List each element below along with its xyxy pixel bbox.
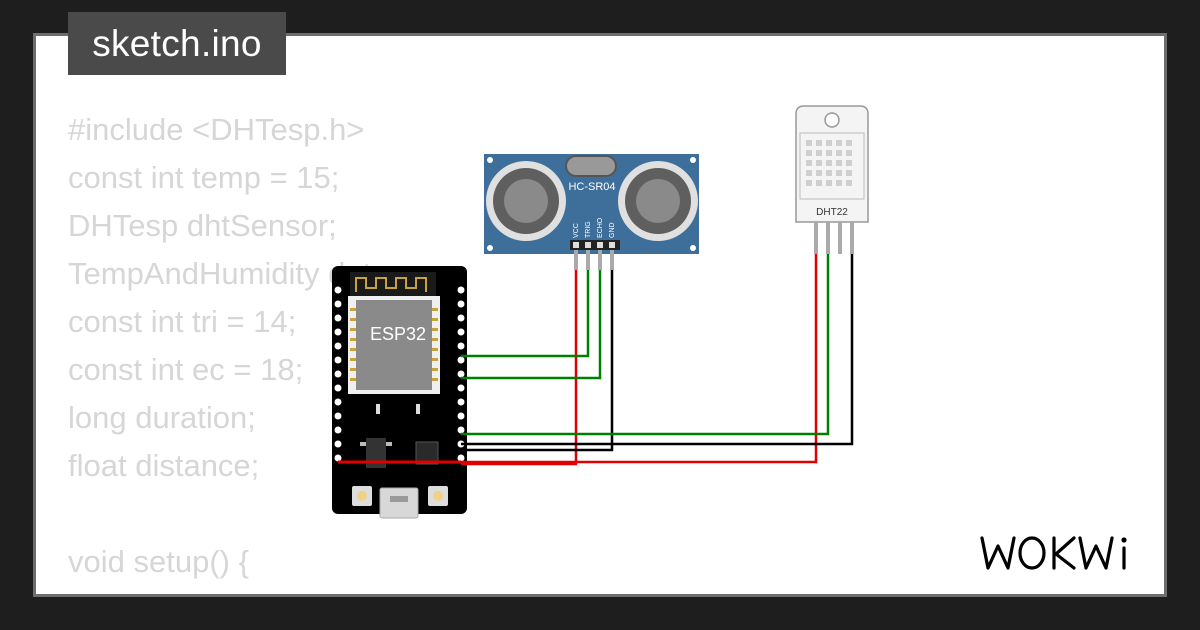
left-transducer xyxy=(486,161,566,241)
usb-port xyxy=(379,487,419,519)
crystal xyxy=(565,155,617,177)
dht22-label: DHT22 xyxy=(816,207,848,218)
pin-label-gnd: GND xyxy=(609,222,616,238)
editor-panel: #include <DHTesp.h> const int temp = 15; D… xyxy=(33,33,1167,597)
ultrasonic-label: HC-SR04 xyxy=(568,181,615,193)
antenna-trace xyxy=(355,277,427,292)
code-line: const int temp = 15; xyxy=(68,160,340,195)
wire-ultrasonic-echo xyxy=(461,270,602,380)
code-line: long duration; xyxy=(68,400,256,435)
right-transducer xyxy=(618,161,698,241)
file-tab[interactable]: sketch.ino xyxy=(68,12,286,75)
wire-ultrasonic-vcc xyxy=(461,270,578,466)
code-line: void setup() { xyxy=(68,544,249,579)
dht-vent-grid xyxy=(806,140,852,186)
esp32-chip xyxy=(356,300,432,390)
wire-dht-data xyxy=(461,254,830,436)
wire-dht-gnd xyxy=(461,254,854,446)
pin-label-trig: TRIG xyxy=(585,221,592,238)
code-editor[interactable]: #include <DHTesp.h> const int temp = 15; D… xyxy=(68,106,397,594)
dht22-sensor[interactable]: DHT22 xyxy=(795,105,869,254)
wires xyxy=(338,254,854,466)
code-line: Serial.begin(115200); xyxy=(68,586,397,594)
wire-ultrasonic-trig xyxy=(461,270,590,358)
code-line: const int tri = 14; xyxy=(68,304,297,339)
pin-label-echo: ECHO xyxy=(597,217,604,238)
wokwi-logo-mark xyxy=(980,536,1127,570)
code-line: DHTesp dhtSensor; xyxy=(68,208,337,243)
ultrasonic-sensor[interactable]: HC-SR04 VCC TRIG ECHO GND xyxy=(484,154,699,270)
esp32-pins-right xyxy=(457,286,465,462)
code-line: #include <DHTesp.h> xyxy=(68,112,365,147)
esp32-pins-left xyxy=(334,286,342,462)
code-line: float distance; xyxy=(68,448,260,483)
esp32-board[interactable]: ESP32 xyxy=(332,266,467,519)
esp32-label: ESP32 xyxy=(370,324,426,344)
wokwi-logo xyxy=(978,530,1150,583)
code-line: const int ec = 18; xyxy=(68,352,304,387)
wire-ultrasonic-gnd xyxy=(461,270,614,452)
pin-label-vcc: VCC xyxy=(573,223,580,238)
wire-dht-vcc xyxy=(461,254,818,464)
usb-chip xyxy=(415,441,439,465)
